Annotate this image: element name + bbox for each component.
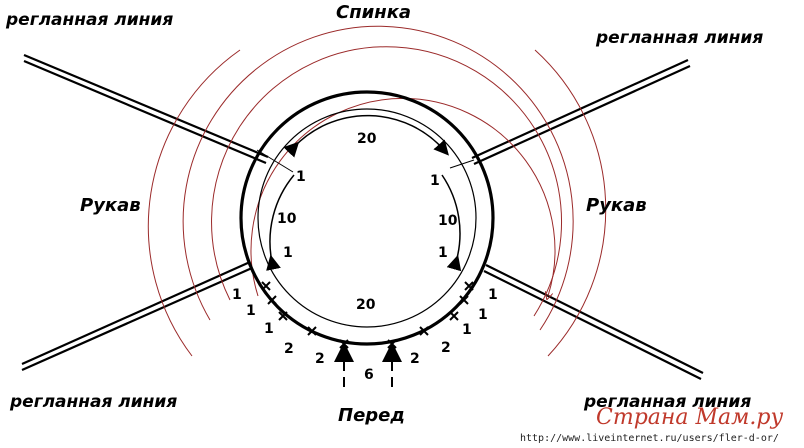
watermark-tld: .ру [749,405,784,430]
count-back-top: 20 [357,131,377,147]
increase-label-right-4: 2 [441,340,451,356]
count-left-ten: 10 [277,211,297,227]
watermark-logo: Страна Мам.ру [596,405,783,430]
count-inner-bottom: 20 [356,297,376,313]
watermark-url: http://www.liveinternet.ru/users/fler-d-… [520,433,779,444]
count-right-lower-one: 1 [438,245,448,261]
sleeve-label-left: Рукав [80,195,141,216]
raglan-lines [21,53,704,380]
pointer-ticks [256,149,475,173]
raglan-label-bottom-right: регланная линия [584,392,752,412]
increase-label-left-2: 1 [246,303,256,319]
increase-label-right-2: 1 [478,307,488,323]
count-front-center: 6 [364,367,374,383]
back-label: Спинка [336,2,412,23]
increase-label-right-5: 2 [410,351,420,367]
count-right-ten: 10 [438,213,458,229]
raglan-label-top-left: регланная линия [6,10,174,30]
raglan-label-top-right: регланная линия [596,28,764,48]
front-markers [334,342,402,387]
neck-circle [239,90,495,346]
increase-marks [261,281,474,349]
increase-label-left-3: 1 [264,321,274,337]
increase-label-right-3: 1 [462,322,472,338]
count-right-upper-one: 1 [430,173,440,189]
count-left-upper-one: 1 [296,169,306,185]
inner-arrows [266,114,462,272]
front-label: Перед [338,405,405,426]
sleeve-label-right: Рукав [586,195,647,216]
sleeve-arcs [147,25,607,357]
count-left-lower-one: 1 [283,245,293,261]
increase-label-left-4: 2 [284,341,294,357]
raglan-label-bottom-left: регланная линия [10,392,178,412]
increase-label-left-5: 2 [315,351,325,367]
increase-label-left-1: 1 [232,287,242,303]
increase-label-right-1: 1 [488,287,498,303]
watermark-site: Страна Мам [596,405,750,430]
